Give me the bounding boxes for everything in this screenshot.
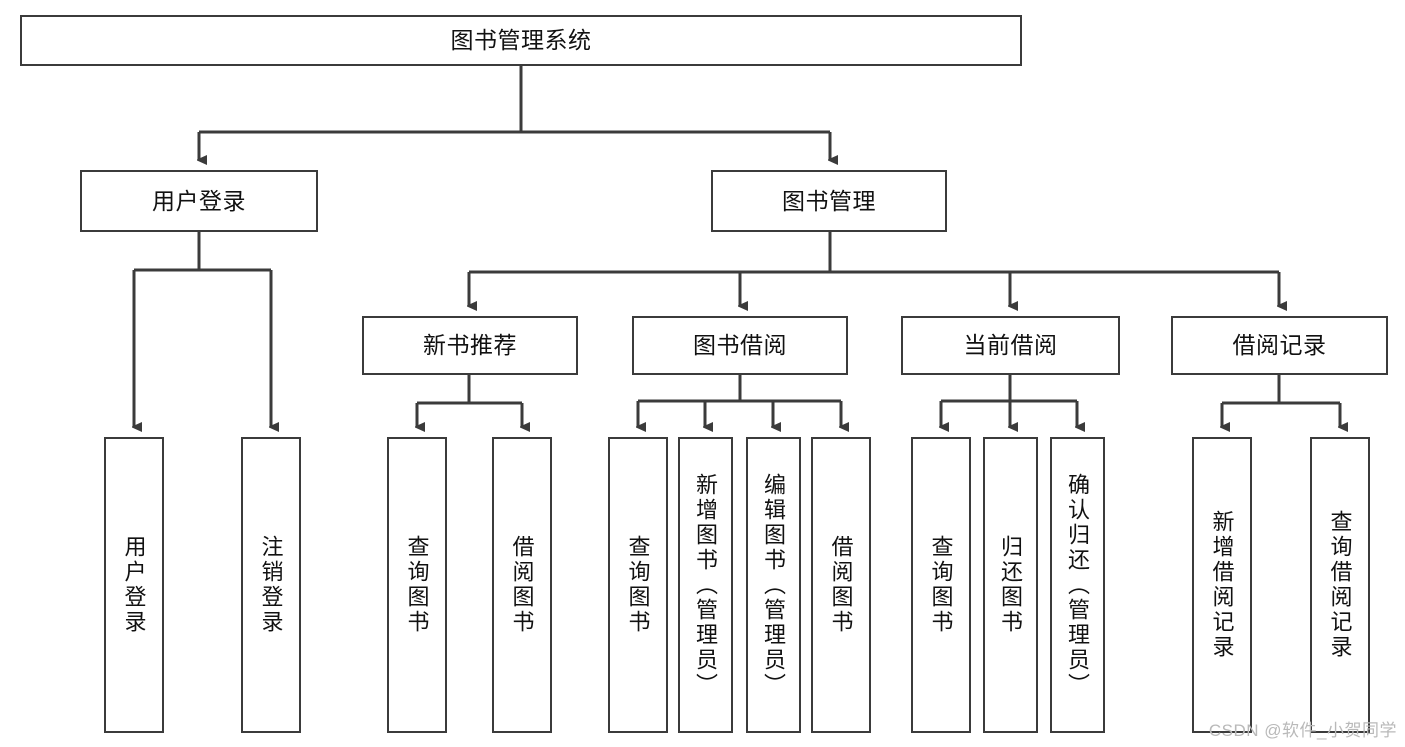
node-leaf-query-borrow-record[interactable]: 查询借阅记录 [1310, 437, 1370, 733]
node-root-book-management-system[interactable]: 图书管理系统 [20, 15, 1022, 66]
node-label: 新增图书（管理员） [693, 472, 719, 698]
node-leaf-return-book[interactable]: 归还图书 [983, 437, 1038, 733]
node-leaf-query-book-recommend[interactable]: 查询图书 [387, 437, 447, 733]
node-user-login[interactable]: 用户登录 [80, 170, 318, 232]
watermark-text: CSDN @软件_小贺同学 [1208, 721, 1397, 740]
node-book-management[interactable]: 图书管理 [711, 170, 947, 232]
node-label: 注销登录 [258, 535, 284, 635]
node-label: 图书管理系统 [450, 27, 592, 54]
node-leaf-user-login[interactable]: 用户登录 [104, 437, 164, 733]
node-label: 查询图书 [404, 535, 430, 635]
node-book-borrow[interactable]: 图书借阅 [632, 316, 848, 375]
node-leaf-add-book-admin[interactable]: 新增图书（管理员） [678, 437, 733, 733]
node-label: 借阅记录 [1232, 332, 1327, 359]
node-label: 新书推荐 [423, 332, 517, 359]
node-label: 查询图书 [625, 535, 651, 635]
node-label: 图书管理 [782, 187, 876, 214]
node-label: 当前借阅 [963, 332, 1058, 359]
node-leaf-confirm-return-admin[interactable]: 确认归还（管理员） [1050, 437, 1105, 733]
node-current-borrow[interactable]: 当前借阅 [901, 316, 1120, 375]
node-leaf-borrow-book-recommend[interactable]: 借阅图书 [492, 437, 552, 733]
node-label: 查询图书 [928, 535, 954, 635]
node-borrow-record[interactable]: 借阅记录 [1171, 316, 1388, 375]
node-label: 新增借阅记录 [1209, 510, 1235, 660]
node-label: 借阅图书 [828, 535, 854, 635]
node-leaf-query-book-borrow[interactable]: 查询图书 [608, 437, 668, 733]
node-label: 编辑图书（管理员） [761, 472, 787, 698]
node-new-book-recommend[interactable]: 新书推荐 [362, 316, 578, 375]
node-leaf-borrow-book[interactable]: 借阅图书 [811, 437, 871, 733]
node-leaf-add-borrow-record[interactable]: 新增借阅记录 [1192, 437, 1252, 733]
node-label: 确认归还（管理员） [1065, 472, 1091, 698]
node-leaf-edit-book-admin[interactable]: 编辑图书（管理员） [746, 437, 801, 733]
node-label: 归还图书 [998, 535, 1024, 635]
node-leaf-query-book-current[interactable]: 查询图书 [911, 437, 971, 733]
node-label: 用户登录 [121, 535, 147, 635]
node-label: 用户登录 [152, 187, 246, 214]
node-label: 图书借阅 [693, 332, 787, 359]
node-label: 借阅图书 [509, 535, 535, 635]
node-leaf-logout-login[interactable]: 注销登录 [241, 437, 301, 733]
node-label: 查询借阅记录 [1327, 510, 1353, 660]
